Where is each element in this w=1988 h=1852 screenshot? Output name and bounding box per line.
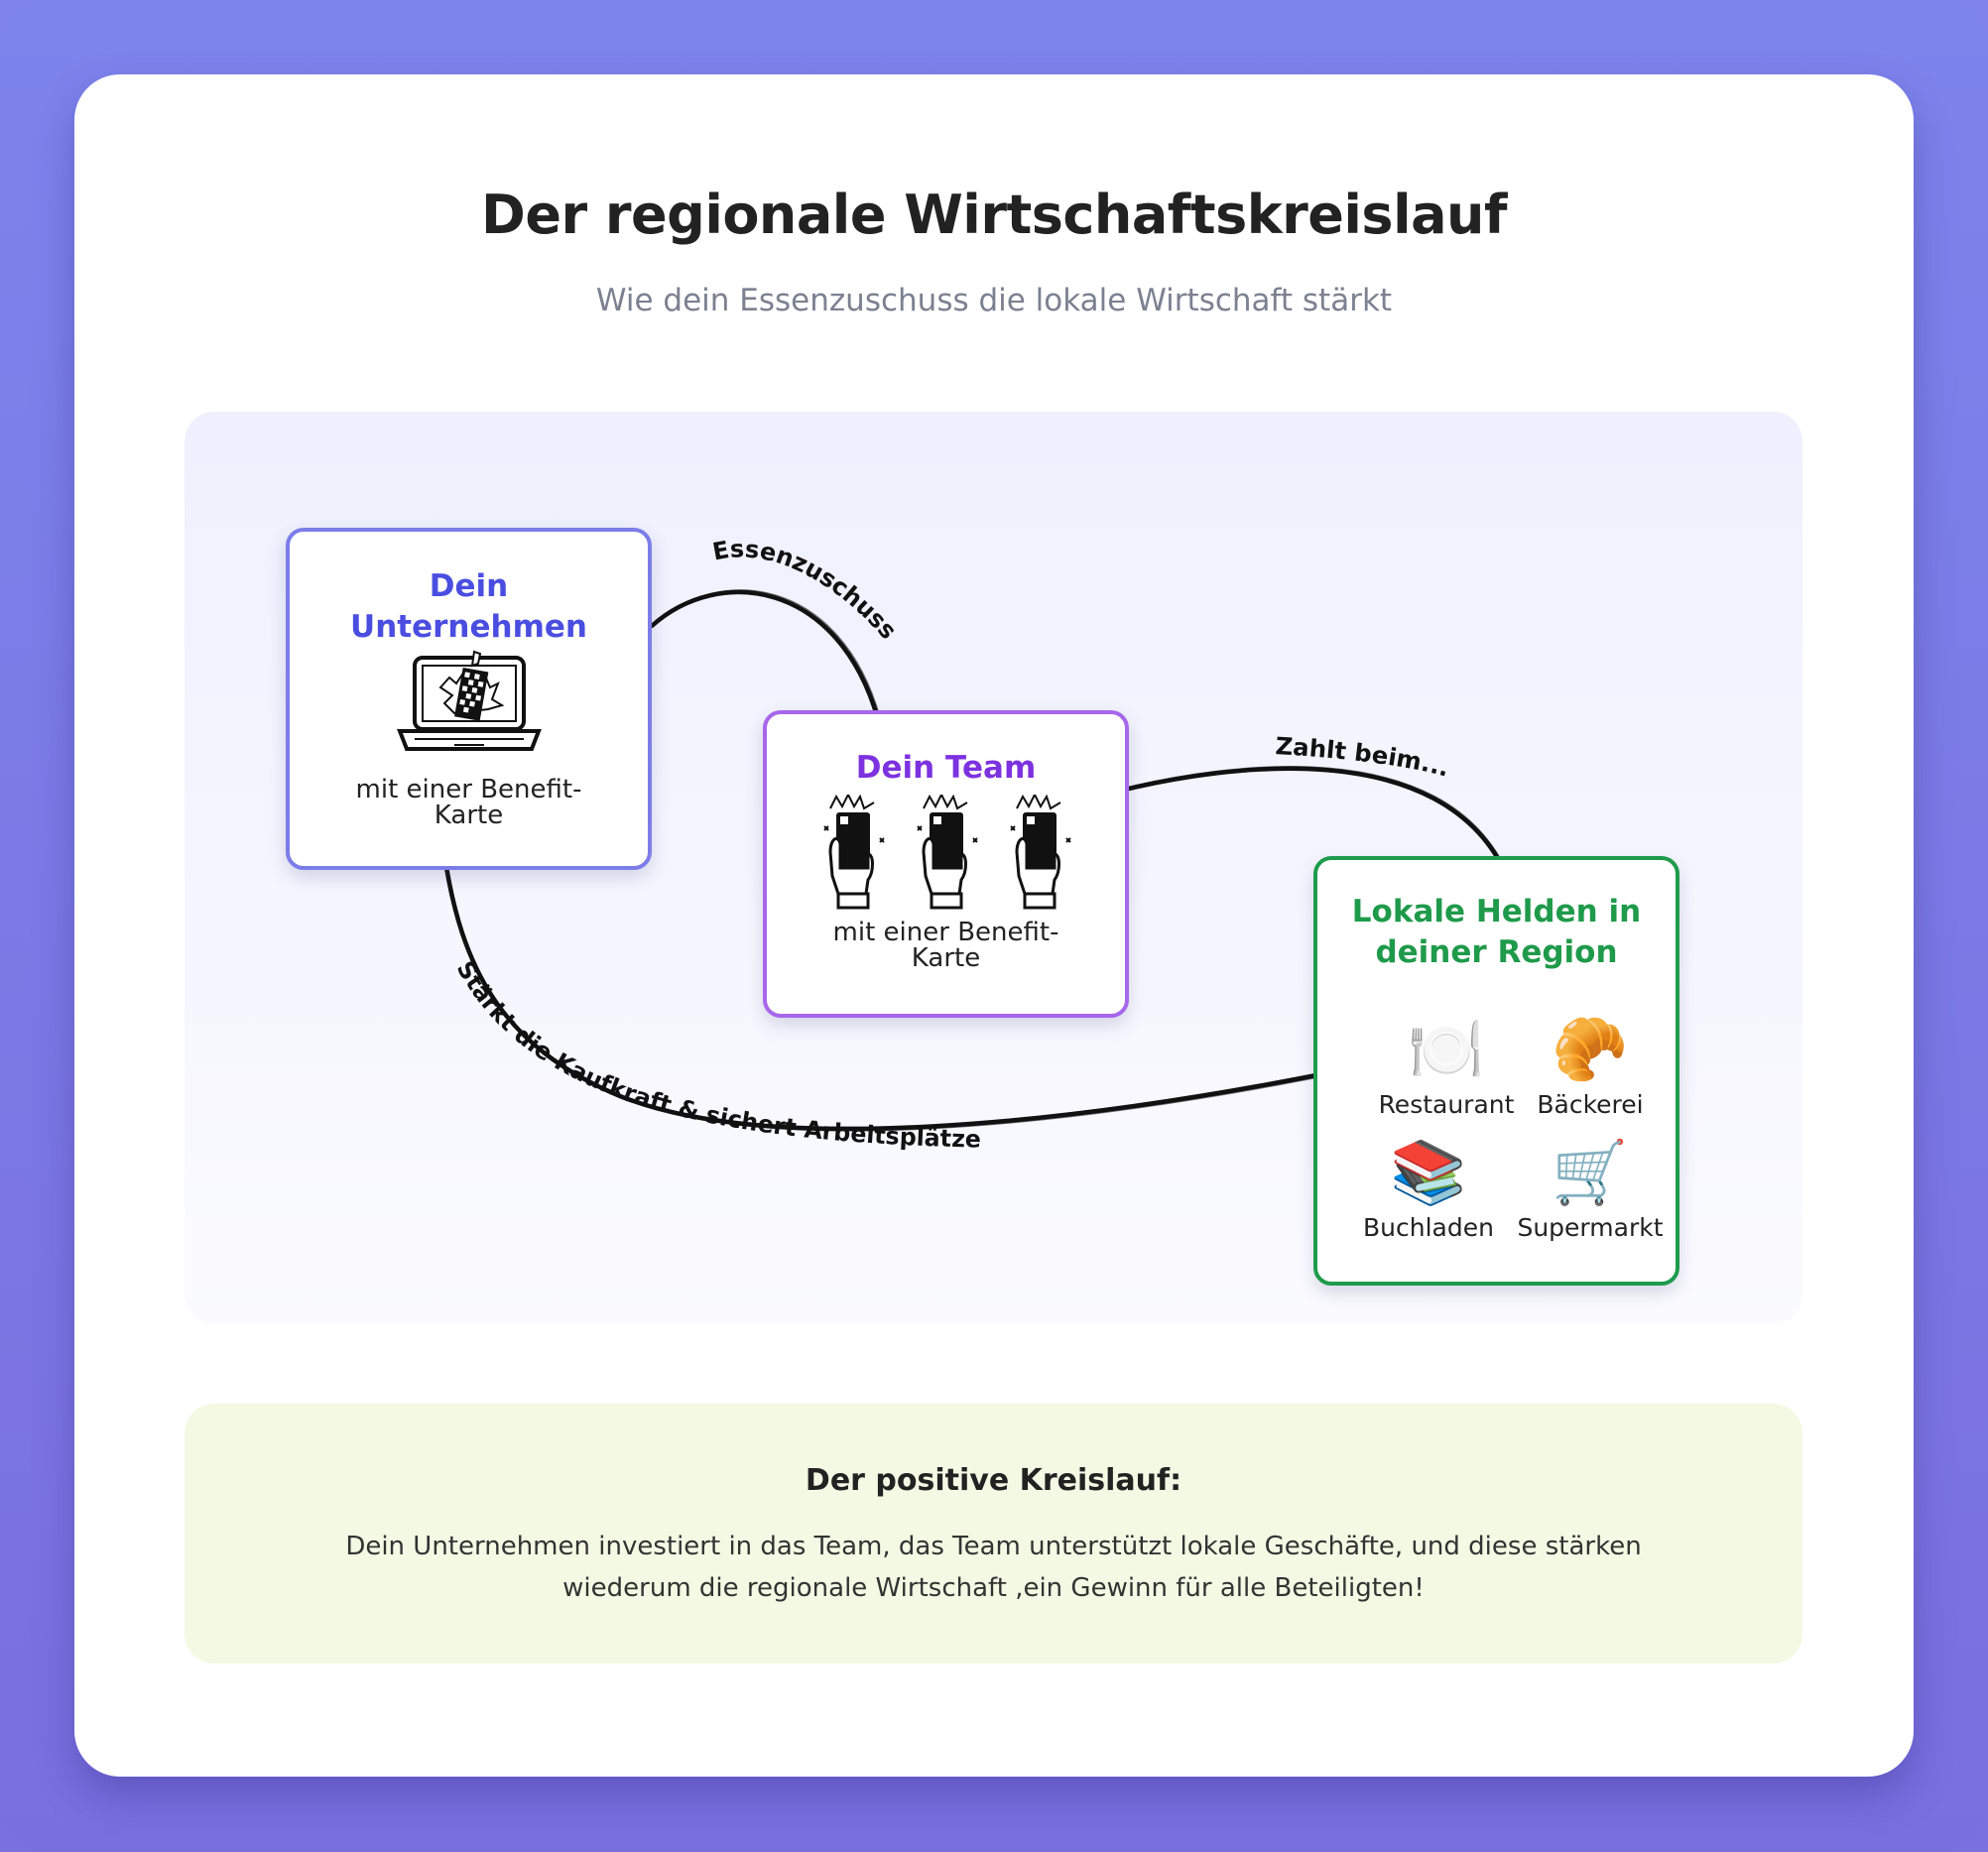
books-icon: 📚 xyxy=(1390,1136,1467,1208)
node-heroes-title: Lokale Helden in deiner Region xyxy=(1351,894,1642,970)
croissant-icon: 🥐 xyxy=(1552,1013,1629,1085)
summary-box: Der positive Kreislauf: Dein Unternehmen… xyxy=(185,1404,1802,1664)
hand-card-icon xyxy=(822,795,885,910)
plate-cutlery-icon: 🍽️ xyxy=(1408,1013,1485,1085)
laptop-card-icon xyxy=(396,650,542,751)
place-buchladen: 📚 Buchladen xyxy=(1349,1136,1508,1243)
place-baeckerei: 🥐 Bäckerei xyxy=(1511,1013,1670,1120)
shopping-cart-icon: 🛒 xyxy=(1552,1136,1629,1208)
node-company-title: Dein Unternehmen xyxy=(350,568,587,645)
hand-card-icon xyxy=(1009,795,1071,910)
node-company-caption: mit einer Benefit-Karte xyxy=(355,775,582,830)
content-card: Der regionale Wirtschaftskreislauf Wie d… xyxy=(74,74,1914,1777)
place-restaurant: 🍽️ Restaurant xyxy=(1367,1013,1526,1120)
team-icons xyxy=(767,795,1125,910)
hand-card-icon xyxy=(916,795,978,910)
arrow-essenzuschuss xyxy=(652,589,881,719)
node-company: Dein Unternehmen mit e xyxy=(286,528,652,870)
node-local-heroes: Lokale Helden in deiner Region 🍽️ Restau… xyxy=(1313,856,1679,1286)
summary-title: Der positive Kreislauf: xyxy=(805,1463,1182,1498)
place-label: Restaurant xyxy=(1378,1090,1515,1119)
node-team: Dein Team xyxy=(763,710,1129,1018)
node-team-title: Dein Team xyxy=(855,750,1037,786)
place-label: Buchladen xyxy=(1363,1213,1494,1242)
place-label: Supermarkt xyxy=(1517,1213,1664,1242)
flow-arrows: Essenzuschuss Zahlt beim... Stärkt die K… xyxy=(74,535,1914,1154)
place-supermarkt: 🛒 Supermarkt xyxy=(1511,1136,1670,1243)
summary-text: Dein Unternehmen investiert in das Team,… xyxy=(345,1532,1642,1603)
page-subtitle: Wie dein Essenzuschuss die lokale Wirtsc… xyxy=(595,283,1393,318)
place-label: Bäckerei xyxy=(1537,1090,1644,1119)
node-team-caption: mit einer Benefit-Karte xyxy=(832,918,1059,973)
page-title: Der regionale Wirtschaftskreislauf xyxy=(481,184,1507,246)
